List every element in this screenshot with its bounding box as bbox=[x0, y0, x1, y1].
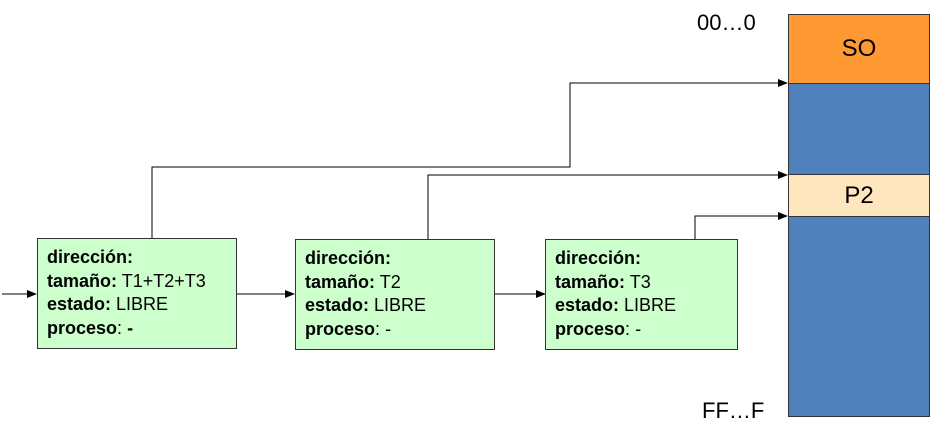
field-proceso: proceso: - bbox=[305, 318, 392, 339]
top-address: 00…0 bbox=[697, 10, 756, 35]
field-tamano: tamaño: T2 bbox=[305, 271, 401, 292]
memory-segment-free-1 bbox=[788, 83, 930, 175]
memory-map: SO P2 bbox=[788, 14, 930, 417]
segment-label: SO bbox=[841, 35, 877, 62]
pointer-block2 bbox=[427, 171, 788, 258]
field-estado: estado: LIBRE bbox=[47, 294, 169, 314]
bottom-address: FF…F bbox=[702, 398, 765, 423]
free-block-2: dirección: tamaño: T2 estado: LIBRE proc… bbox=[295, 239, 495, 350]
field-tamano: tamaño: T1+T2+T3 bbox=[47, 270, 206, 291]
field-proceso: proceso: - bbox=[47, 317, 134, 338]
field-estado: estado: LIBRE bbox=[305, 295, 427, 315]
segment-label: P2 bbox=[844, 181, 874, 209]
field-proceso: proceso: - bbox=[555, 318, 642, 339]
pointer-block1 bbox=[151, 79, 788, 238]
field-tamano: tamaño: T3 bbox=[555, 271, 651, 292]
field-direccion: dirección: bbox=[305, 248, 392, 268]
field-direccion: dirección: bbox=[555, 248, 642, 268]
memory-segment-free-2 bbox=[788, 216, 930, 417]
free-block-1: dirección: tamaño: T1+T2+T3 estado: LIBR… bbox=[37, 238, 237, 349]
memory-segment-p2: P2 bbox=[788, 174, 930, 217]
memory-segment-so: SO bbox=[788, 14, 930, 84]
field-estado: estado: LIBRE bbox=[555, 295, 677, 315]
field-direccion: dirección: bbox=[47, 247, 134, 267]
free-block-3: dirección: tamaño: T3 estado: LIBRE proc… bbox=[545, 239, 738, 350]
